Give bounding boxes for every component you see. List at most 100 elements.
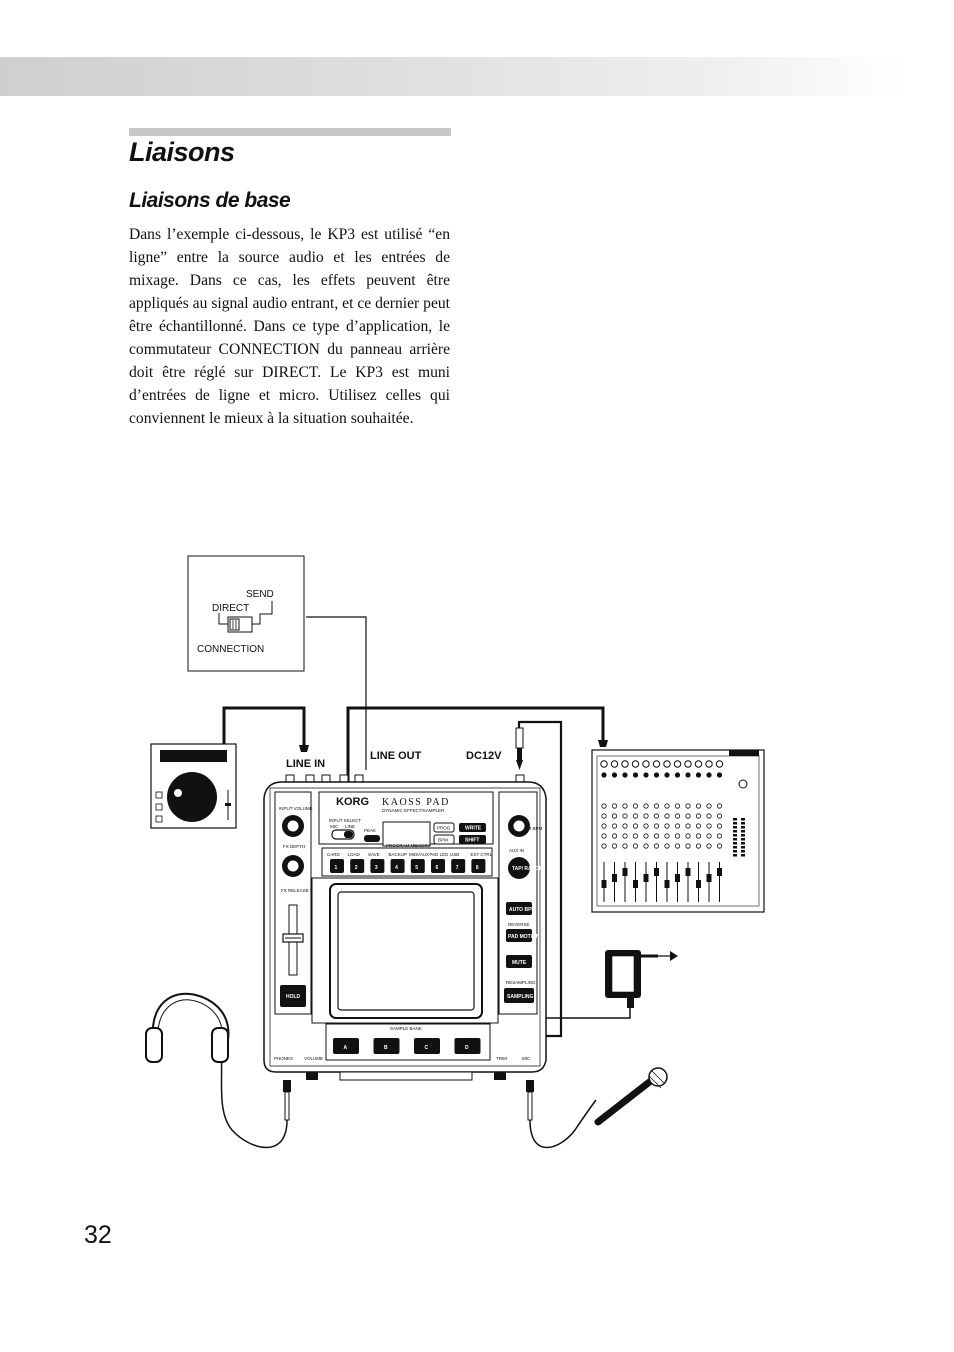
- phones-label: PHONES: [274, 1056, 293, 1061]
- mixer-knob: [622, 833, 628, 839]
- mixer-knob: [664, 803, 670, 809]
- mic-label: MIC: [330, 824, 339, 829]
- title-rule: [129, 128, 451, 136]
- mixer-meter-segment: [741, 822, 745, 825]
- trim-label: TRIM: [496, 1056, 507, 1061]
- fn-label: BACKUP: [389, 852, 408, 857]
- mixer-knob: [664, 813, 670, 819]
- mixer-fader-cap: [612, 874, 617, 882]
- mixer-knob: [695, 803, 702, 809]
- mixer-trim-knob: [643, 772, 649, 778]
- section-subtitle: Liaisons de base: [129, 189, 291, 212]
- bank-button-label: B: [384, 1045, 388, 1051]
- page-title: Liaisons: [129, 137, 235, 167]
- prog-button: [433, 822, 455, 833]
- bank-button: [414, 1038, 440, 1054]
- mixer-knob: [601, 833, 607, 839]
- mixer-input-jack: [715, 760, 724, 768]
- svg-text:BPM: BPM: [438, 838, 448, 843]
- memory-button-label: 3: [375, 865, 378, 871]
- sample-bank-label: SAMPLE BANK: [390, 1026, 422, 1031]
- svg-text:PROG: PROG: [437, 826, 451, 831]
- mixer-fader-cap: [622, 868, 628, 876]
- mixer-input-jack: [600, 760, 608, 768]
- mixer-trim-knob: [674, 772, 681, 778]
- tap-range-button: [508, 857, 530, 879]
- mixer-trim-knob: [601, 772, 607, 778]
- mixer-trim-knob: [622, 772, 628, 778]
- mixer-knob: [601, 843, 607, 849]
- mixer-input-jack: [652, 760, 661, 768]
- fn-label: USB: [450, 852, 459, 857]
- bank-button-label: A: [344, 1045, 348, 1051]
- memory-button: [431, 859, 445, 873]
- memory-button: [350, 859, 365, 873]
- send-label: SEND: [246, 589, 274, 600]
- mixer-meter-segment: [733, 818, 737, 821]
- mixer-knob: [611, 803, 618, 809]
- hold-label: HOLD: [286, 994, 301, 1000]
- mixer-trim-knob: [664, 772, 670, 778]
- pad-motion-button: [506, 929, 532, 942]
- direct-label: DIRECT: [212, 603, 249, 614]
- mixer-meter-segment: [741, 834, 745, 837]
- mixer-trim-knob: [611, 772, 618, 778]
- mixer-knob: [643, 803, 649, 809]
- display-window: [382, 821, 431, 847]
- body-paragraph: Dans l’exemple ci-dessous, le KP3 est ut…: [129, 226, 450, 427]
- mixer-knob: [632, 803, 639, 809]
- mixer-knob: [685, 813, 691, 819]
- tap-range-label: TAP/ RANGE: [512, 866, 543, 872]
- line-select-label: LINE: [345, 824, 355, 829]
- mixer-knob: [622, 843, 628, 849]
- mixer-meter-segment: [733, 842, 737, 845]
- mixer-trim-knob: [695, 772, 702, 778]
- fn-label: EXT CTRL: [471, 852, 493, 857]
- svg-text:AUTO BPM: AUTO BPM: [509, 907, 536, 913]
- mixer-knob: [611, 813, 618, 819]
- mixer-knob: [622, 813, 628, 819]
- mixer-fader-cap: [706, 874, 712, 882]
- mixer-meter-segment: [733, 834, 737, 837]
- mixer-trim-knob: [632, 772, 639, 778]
- mixer-knob: [653, 813, 660, 819]
- write-button: [459, 823, 486, 832]
- fn-label: PAD LED: [430, 852, 450, 857]
- model-subtitle: DYNAMIC EFFECT/SAMPLER: [382, 808, 445, 813]
- svg-text:MUTE: MUTE: [512, 960, 527, 966]
- fn-label: CARD: [327, 852, 341, 857]
- cable-plugs: [283, 727, 608, 1121]
- mixer-meter-segment: [741, 818, 745, 821]
- mixer-meter-segment: [741, 826, 745, 829]
- mixer-knob: [664, 833, 670, 839]
- mixer-knob: [706, 833, 712, 839]
- memory-button-label: 7: [456, 865, 459, 871]
- mixer-knob: [685, 833, 691, 839]
- svg-text:SAMPLING: SAMPLING: [507, 994, 534, 1000]
- mixer-fader-cap: [675, 874, 680, 882]
- line-in-label: LINE IN: [286, 758, 325, 770]
- kaoss-pad-logo: KAOSS PAD: [382, 797, 450, 808]
- mixer-knob: [622, 803, 628, 809]
- memory-button: [330, 859, 344, 873]
- mixer-knob: [695, 843, 702, 849]
- mute-button: [506, 955, 532, 968]
- memory-button: [370, 859, 385, 873]
- fx-depth-label: FX DEPTH: [283, 844, 305, 849]
- mixer-knob: [716, 803, 723, 809]
- mixer-knob: [653, 833, 660, 839]
- bpm-button: [433, 834, 455, 845]
- bank-button: [373, 1038, 400, 1054]
- mixer-meter-segment: [741, 854, 745, 857]
- mixer-input-jack: [684, 760, 692, 768]
- mixer-knob: [653, 823, 660, 829]
- mixer-knob: [706, 803, 712, 809]
- mixer-input-jack: [705, 760, 713, 768]
- dc12v-label: DC12V: [466, 750, 502, 762]
- memory-button-label: 2: [355, 865, 358, 871]
- peak-indicator: [364, 835, 380, 842]
- mixer-knob: [706, 843, 712, 849]
- fn-label: LOAD: [348, 852, 361, 857]
